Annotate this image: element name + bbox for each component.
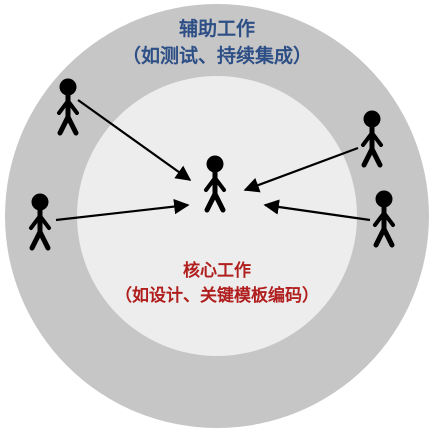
arrow-bottom-left (55, 198, 190, 222)
inner-title: 核心工作 (183, 260, 251, 281)
outer-title: 辅助工作 (179, 17, 255, 40)
arrow-top-left (77, 99, 192, 181)
arrow-top-right (243, 146, 359, 193)
outer-subtitle: （如测试、持续集成） (122, 44, 312, 67)
inner-subtitle: （如设计、关键模板编码） (115, 285, 319, 306)
arrow-bottom-right (263, 199, 371, 222)
inner-circle (77, 76, 357, 356)
